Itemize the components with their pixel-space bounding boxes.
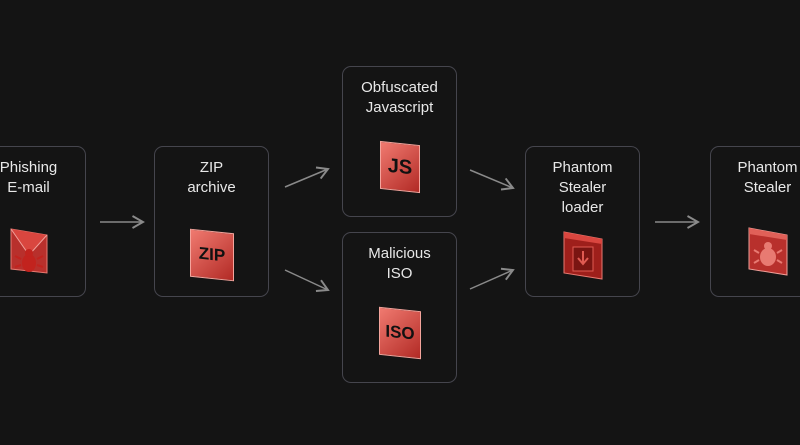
arrow-js-loader bbox=[469, 169, 515, 191]
iso-file-icon: ISO bbox=[378, 306, 421, 360]
node-phantom-stealer-loader: Phantom Stealer loader bbox=[525, 146, 640, 297]
node-phantom-stealer: Phantom Stealer bbox=[710, 146, 800, 297]
window-bug-icon bbox=[748, 227, 787, 276]
arrow-zip-iso bbox=[284, 269, 330, 292]
envelope-bug-icon bbox=[10, 228, 47, 274]
node-phishing-email: Phishing E-mail bbox=[0, 146, 86, 297]
node-malicious-iso: Malicious ISO ISO bbox=[342, 232, 457, 383]
js-file-icon: JS bbox=[379, 140, 420, 194]
node-obfuscated-javascript: Obfuscated Javascript JS bbox=[342, 66, 457, 217]
node-zip-archive: ZIP archive ZIP bbox=[154, 146, 269, 297]
arrow-zip-js bbox=[284, 166, 330, 188]
window-download-icon bbox=[563, 231, 602, 280]
zip-file-icon: ZIP bbox=[189, 228, 234, 282]
arrow-iso-loader bbox=[469, 267, 515, 290]
